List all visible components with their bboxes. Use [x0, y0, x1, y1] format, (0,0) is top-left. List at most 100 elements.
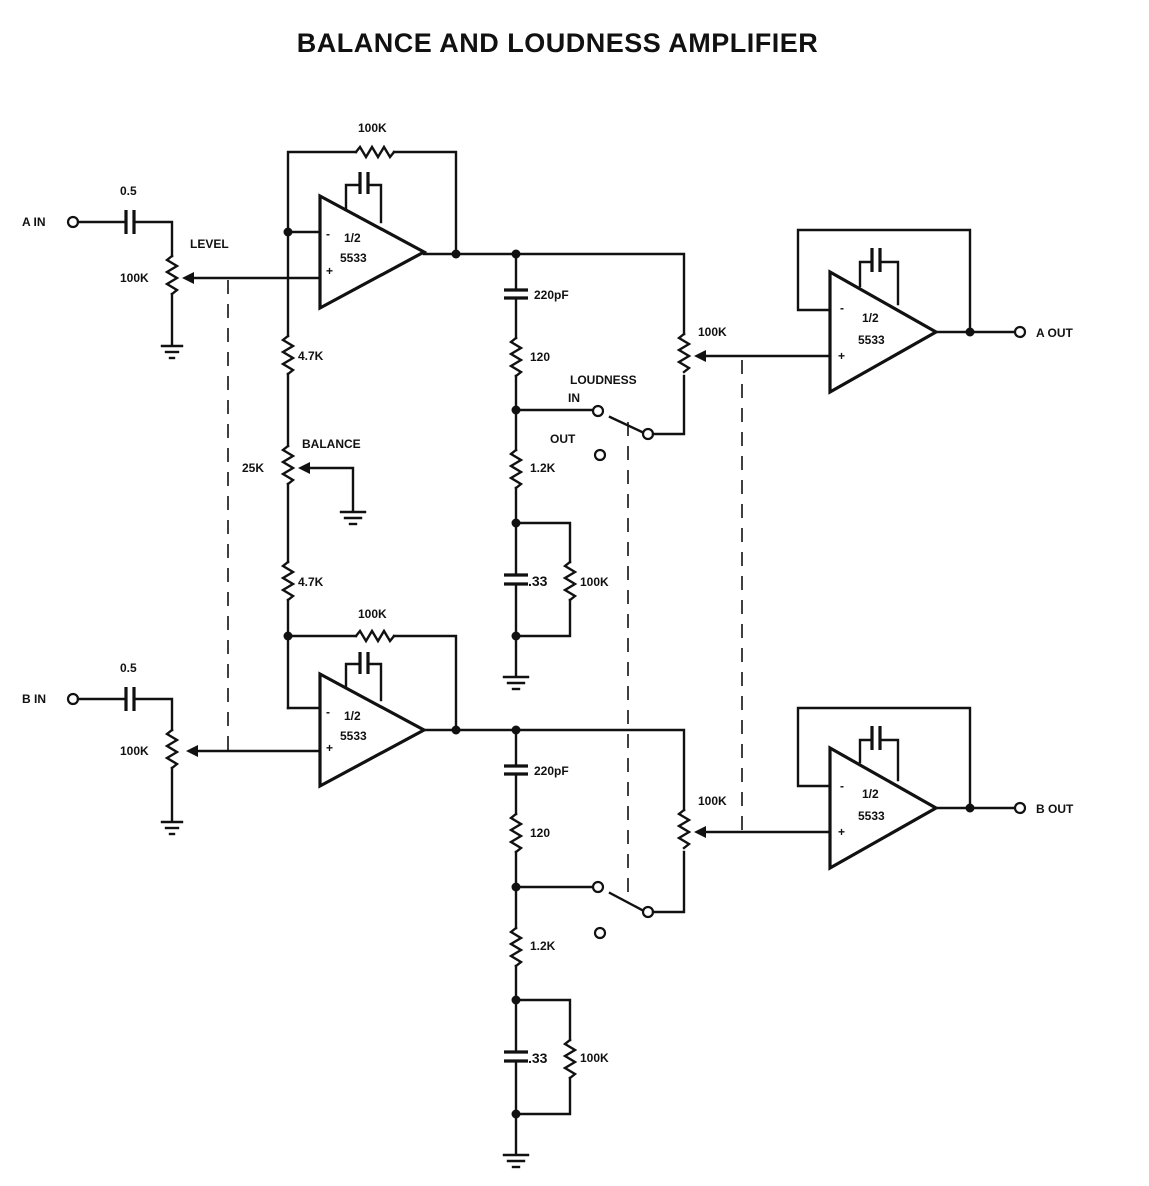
b-level-wiper-arrow [186, 745, 198, 757]
b-coupling-cap-label: 0.5 [120, 661, 137, 675]
opamp-label-line2: 5533 [340, 729, 367, 743]
minus-sign: - [326, 705, 330, 719]
lower-4k7-resistor [280, 560, 296, 602]
a-loudness-network: 220pF 120 1.2K .33 100K LOUDNESS IN OUT [502, 252, 830, 691]
opamp-label-line1: 1/2 [862, 311, 879, 325]
a-volume-pot-label: 100K [698, 325, 727, 339]
wire [392, 634, 458, 732]
b-switch-common[interactable] [641, 905, 655, 919]
a-switch-blade[interactable] [608, 415, 644, 434]
a-100k-shunt-resistor [562, 560, 578, 602]
a-input-opamp-body [318, 193, 428, 311]
opamp-label-line1: 1/2 [344, 231, 361, 245]
a-220pf-capacitor [504, 288, 528, 300]
wire [514, 998, 572, 1042]
junction [965, 327, 975, 337]
opamp-label-line2: 5533 [340, 251, 367, 265]
b-feedback-resistor [354, 628, 396, 644]
balance-wiper-arrow [298, 462, 310, 474]
compensation-capacitor [344, 172, 383, 224]
a-output-buffer: 1/2 5533 - + A OUT [796, 228, 1074, 395]
wire [796, 228, 972, 334]
b-output-opamp-body [828, 745, 940, 871]
plus-sign: + [838, 349, 845, 363]
b-input-opamp-body [318, 671, 428, 789]
b-level-pot[interactable] [164, 728, 180, 770]
balance-pot[interactable] [280, 444, 296, 486]
b-volume-pot[interactable] [676, 808, 692, 850]
b-shunt-resistor-label: 100K [580, 1051, 609, 1065]
b-input-opamp: 1/2 5533 - + 100K [283, 607, 521, 789]
compensation-capacitor [858, 726, 900, 782]
plus-sign: + [326, 264, 333, 278]
ground-icon [502, 1153, 530, 1169]
ground-icon [160, 344, 184, 360]
junction [451, 725, 461, 735]
a-shunt-cap-label: .33 [528, 573, 548, 589]
upper-resistor-label: 4.7K [298, 349, 324, 363]
junction [511, 1109, 521, 1119]
opamp-label-line1: 1/2 [344, 709, 361, 723]
a-coupling-capacitor [124, 210, 136, 234]
b-in-terminal[interactable] [66, 692, 80, 706]
b-220pf-capacitor [504, 764, 528, 776]
a-r1-label: 120 [530, 350, 550, 364]
wire [514, 598, 572, 638]
b-r2-label: 1.2K [530, 939, 556, 953]
minus-sign: - [326, 227, 330, 241]
balance-pot-label: 25K [242, 461, 264, 475]
junction [451, 249, 461, 259]
a-switch-out-contact[interactable] [593, 448, 607, 462]
plus-sign: + [838, 825, 845, 839]
a-volume-pot[interactable] [676, 332, 692, 374]
a-r2-label: 1.2K [530, 461, 556, 475]
a-out-label: A OUT [1036, 326, 1074, 340]
a-in-terminal[interactable] [66, 215, 80, 229]
loudness-label: LOUDNESS [570, 373, 637, 387]
wire [514, 521, 572, 564]
b-100k-shunt-resistor [562, 1038, 578, 1080]
a-switch-in-contact[interactable] [591, 404, 605, 418]
b-r1-label: 120 [530, 826, 550, 840]
ground-icon [339, 510, 367, 526]
b-loudness-network: 220pF 120 1.2K .33 100K 100K [502, 728, 830, 1169]
wire [134, 697, 174, 732]
b-1k2-resistor [508, 926, 524, 968]
b-033-capacitor [504, 1050, 528, 1063]
wire [514, 252, 686, 336]
a-volume-wiper-arrow [694, 350, 706, 362]
b-cap-label: 220pF [534, 764, 569, 778]
a-cap-label: 220pF [534, 288, 569, 302]
upper-4k7-resistor [280, 334, 296, 376]
a-out-terminal[interactable] [1013, 325, 1027, 339]
b-switch-out-contact[interactable] [593, 926, 607, 940]
minus-sign: - [840, 301, 844, 315]
switch-out-label: OUT [550, 432, 576, 446]
opamp-label-line2: 5533 [858, 809, 885, 823]
a-level-wiper-arrow [182, 272, 194, 284]
a-1k2-resistor [508, 448, 524, 490]
minus-sign: - [840, 779, 844, 793]
a-in-label: A IN [22, 215, 46, 229]
a-feedback-resistor [354, 144, 396, 160]
b-level-pot-label: 100K [120, 744, 149, 758]
b-out-label: B OUT [1036, 802, 1074, 816]
b-feedback-resistor-label: 100K [358, 607, 387, 621]
b-volume-wiper-arrow [694, 826, 706, 838]
b-switch-blade[interactable] [608, 891, 644, 912]
a-switch-common[interactable] [641, 427, 655, 441]
compensation-capacitor [344, 652, 383, 702]
a-coupling-cap-label: 0.5 [120, 184, 137, 198]
opamp-label-line2: 5533 [858, 333, 885, 347]
b-out-terminal[interactable] [1013, 801, 1027, 815]
opamp-label-line1: 1/2 [862, 787, 879, 801]
b-switch-in-contact[interactable] [591, 880, 605, 894]
balance-label: BALANCE [302, 437, 361, 451]
wire [392, 150, 458, 256]
b-volume-pot-label: 100K [698, 794, 727, 808]
wire [796, 706, 972, 810]
wire [651, 850, 686, 914]
ground-icon [160, 820, 184, 836]
a-level-pot[interactable] [164, 254, 180, 296]
junction [511, 631, 521, 641]
